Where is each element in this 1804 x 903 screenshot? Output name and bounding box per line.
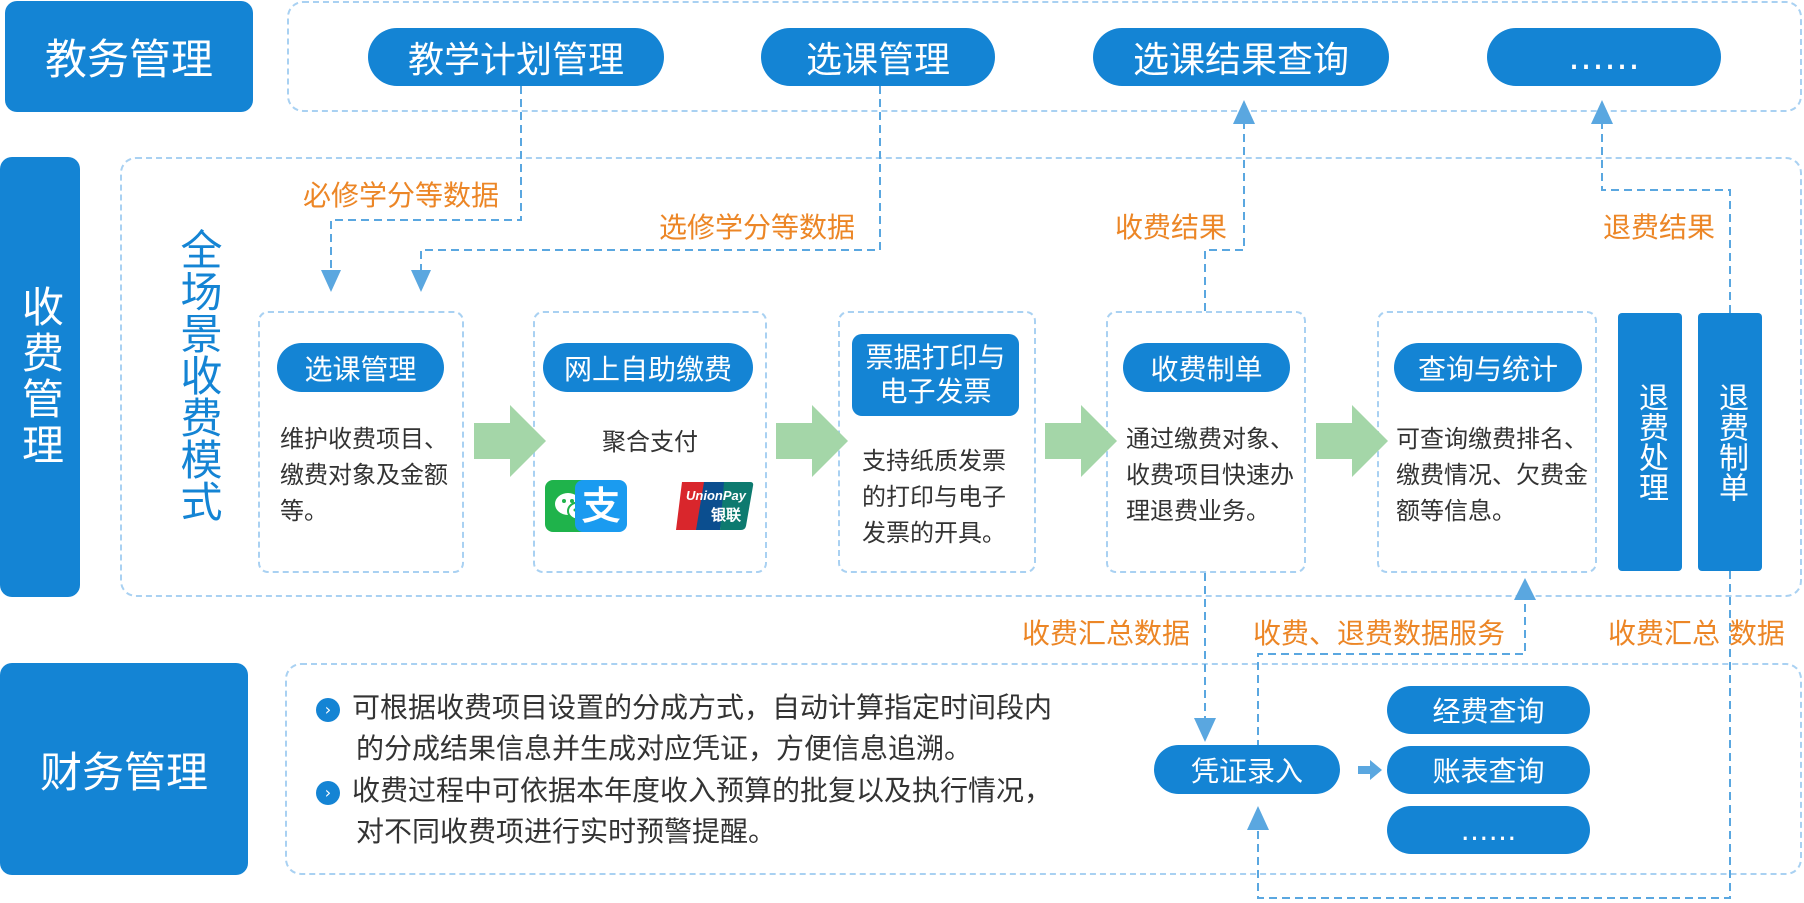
- flow-title-invoice[interactable]: 票据打印与电子发票: [852, 334, 1019, 416]
- connector-required: [330, 86, 522, 272]
- refund-billing-label: 退费制单: [1713, 382, 1748, 502]
- section-fee-label: 收费管理: [15, 285, 65, 469]
- connector-summary-2: [1257, 571, 1731, 899]
- flow-title-billing[interactable]: 收费制单: [1123, 343, 1290, 392]
- scene-label-text: 全场景收费模式: [174, 228, 223, 522]
- chevron-right-icon: ›: [316, 698, 340, 722]
- alipay-icon: [575, 480, 627, 532]
- fund-query-button[interactable]: 经费查询: [1387, 686, 1590, 734]
- arrowhead-summary: [1194, 718, 1216, 742]
- finance-bullet-2: › 收费过程中可依据本年度收入预算的批复以及执行情况， 对不同收费项进行实时预警提…: [316, 770, 1052, 852]
- more-query-button[interactable]: ……: [1387, 806, 1590, 854]
- label-fee-summary: 收费汇总数据: [1022, 617, 1191, 650]
- connector-fee-result: [1204, 118, 1245, 311]
- connector-refund-result: [1601, 118, 1731, 313]
- unionpay-icon: UnionPay 银联: [674, 480, 754, 532]
- module-teaching-plan[interactable]: 教学计划管理: [368, 28, 664, 86]
- flow-desc-payment: 聚合支付: [602, 428, 698, 456]
- label-fee-summary-2: 收费汇总 数据: [1608, 617, 1785, 650]
- section-fee: 收费管理: [0, 157, 80, 597]
- label-elective-credits: 选修学分等数据: [659, 211, 856, 244]
- flow-desc-billing: 通过缴费对象、收费项目快速办理退费业务。: [1126, 425, 1294, 525]
- arrowhead-service: [1514, 578, 1536, 600]
- label-fee-result: 收费结果: [1115, 211, 1228, 244]
- refund-process-box[interactable]: 退费处理: [1618, 313, 1682, 571]
- flow-title-stats[interactable]: 查询与统计: [1394, 343, 1582, 392]
- flow-desc-course: 维护收费项目、缴费对象及金额等。: [280, 425, 448, 525]
- ledger-query-button[interactable]: 账表查询: [1387, 746, 1590, 794]
- finance-bullet-2-line-2: 对不同收费项进行实时预警提醒。: [356, 815, 777, 848]
- finance-bullet-2-text-1: 收费过程中可依据本年度收入预算的批复以及执行情况，: [352, 774, 1053, 807]
- arrowhead-fee-result: [1233, 100, 1255, 124]
- flow-arrow-3: [1045, 405, 1117, 477]
- arrowhead-required: [321, 270, 341, 292]
- flow-arrow-1: [474, 405, 546, 477]
- academic-region: [287, 1, 1802, 112]
- flow-arrow-4: [1316, 405, 1388, 477]
- section-finance: 财务管理: [0, 663, 248, 875]
- finance-bullet-1-text-1: 可根据收费项目设置的分成方式，自动计算指定时间段内: [352, 691, 1053, 724]
- connector-service: [1257, 592, 1526, 748]
- flow-arrow-2: [776, 405, 848, 477]
- arrowhead-summary-2: [1247, 806, 1269, 830]
- flow-desc-stats: 可查询缴费排名、缴费情况、欠费金额等信息。: [1396, 425, 1588, 525]
- voucher-entry-button[interactable]: 凭证录入: [1154, 745, 1340, 794]
- module-more[interactable]: ……: [1487, 28, 1721, 86]
- unionpay-cn-text: 银联: [710, 506, 741, 524]
- label-required-credits: 必修学分等数据: [303, 179, 500, 212]
- label-refund-result: 退费结果: [1603, 211, 1716, 244]
- refund-billing-box[interactable]: 退费制单: [1698, 313, 1762, 571]
- fee-region: [120, 157, 1802, 597]
- section-academic: 教务管理: [5, 1, 253, 112]
- chevron-right-icon: ›: [316, 781, 340, 805]
- flow-title-payment[interactable]: 网上自助缴费: [543, 343, 753, 392]
- flow-title-course[interactable]: 选课管理: [277, 343, 444, 392]
- finance-bullet-1-line-1: › 可根据收费项目设置的分成方式，自动计算指定时间段内: [316, 687, 1052, 728]
- flow-desc-invoice: 支持纸质发票的打印与电子发票的开具。: [862, 447, 1006, 547]
- connector-elective: [420, 86, 881, 272]
- unionpay-brand-text: UnionPay: [686, 488, 746, 503]
- refund-process-label: 退费处理: [1633, 382, 1668, 502]
- finance-bullet-1-line-2: 的分成结果信息并生成对应凭证，方便信息追溯。: [356, 732, 973, 765]
- finance-bullet-1: › 可根据收费项目设置的分成方式，自动计算指定时间段内 的分成结果信息并生成对应凭…: [316, 687, 1052, 769]
- alipay-glyph: 支: [581, 484, 620, 528]
- arrowhead-elective: [411, 270, 431, 292]
- finance-bullet-2-line-1: › 收费过程中可依据本年度收入预算的批复以及执行情况，: [316, 770, 1052, 811]
- scene-label: 全场景收费模式: [168, 228, 228, 528]
- arrowhead-refund-result: [1591, 100, 1613, 124]
- label-fee-refund-service: 收费、退费数据服务: [1253, 617, 1506, 650]
- module-selection-result[interactable]: 选课结果查询: [1093, 28, 1389, 86]
- finance-region: [285, 663, 1802, 875]
- arrow-voucher-queries: [1358, 760, 1382, 780]
- module-course-selection[interactable]: 选课管理: [761, 28, 995, 86]
